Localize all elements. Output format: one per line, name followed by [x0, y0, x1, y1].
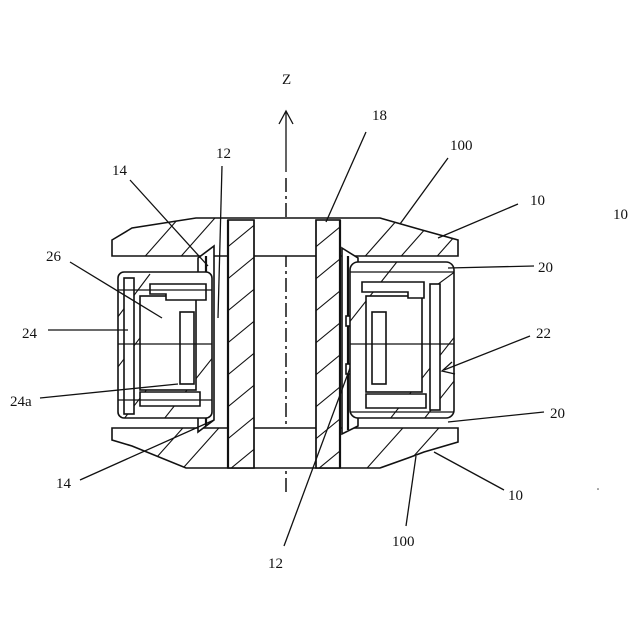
- label-24: 24: [22, 326, 38, 342]
- right-roller-assembly: [340, 258, 466, 424]
- leader-22: [444, 336, 530, 370]
- label-14-bottom: 14: [56, 476, 72, 492]
- label-100-bottom: 100: [392, 534, 415, 550]
- leader-100-top: [400, 158, 448, 224]
- label-22: 22: [536, 326, 551, 342]
- label-z-axis: Z: [282, 72, 291, 88]
- stray-mark: [597, 488, 599, 490]
- leader-100-bottom: [406, 456, 416, 526]
- label-12-bottom: 12: [268, 556, 283, 572]
- leader-18: [326, 132, 366, 222]
- leader-10-bottom: [434, 452, 504, 490]
- label-14-top: 14: [112, 163, 128, 179]
- label-20-top: 20: [538, 260, 553, 276]
- label-12-top: 12: [216, 146, 231, 162]
- label-10-top: 10: [530, 193, 545, 209]
- label-20-bottom: 20: [550, 406, 565, 422]
- label-26: 26: [46, 249, 62, 265]
- label-10-bottom: 10: [508, 488, 523, 504]
- label-24a: 24a: [10, 394, 32, 410]
- sleeve-wall-left: [224, 220, 258, 474]
- top-plate: [112, 210, 478, 262]
- leader-20-top: [448, 266, 534, 268]
- label-18: 18: [372, 108, 387, 124]
- bottom-plate: [112, 420, 482, 476]
- leader-10-top: [438, 204, 518, 238]
- shaft-wall-right: [312, 220, 346, 474]
- cage-rail-right: [430, 284, 440, 410]
- label-100-top: 100: [450, 138, 473, 154]
- leader-lines: [40, 132, 544, 546]
- leader-20-bottom: [448, 412, 544, 422]
- label-10-edge: 10: [613, 207, 628, 223]
